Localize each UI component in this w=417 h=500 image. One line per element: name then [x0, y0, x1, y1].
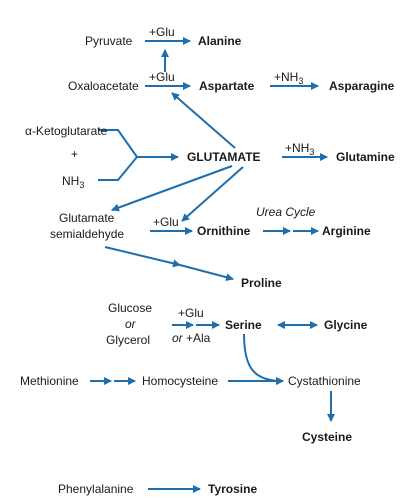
node-proline: Proline [241, 276, 282, 290]
node-glycerol: Glycerol [106, 333, 150, 347]
node-aspartate: Aspartate [199, 79, 255, 93]
label-nh3-asparagine-main: +NH [274, 70, 298, 84]
node-nh3-sub: 3 [79, 180, 84, 190]
node-nh3: NH3 [62, 174, 84, 190]
node-or: or [125, 317, 137, 331]
label-nh3-asparagine-sub: 3 [298, 76, 303, 86]
node-glycine: Glycine [324, 318, 368, 332]
arrow-glutamate-to-oxaloacetate [171, 92, 236, 149]
label-glu-serine: +Glu [178, 306, 204, 320]
arrow-semialdehyde-to-proline-2 [179, 264, 234, 282]
node-glutamate-semialdehyde-line1: Glutamate [59, 211, 115, 225]
label-urea-cycle: Urea Cycle [256, 205, 316, 219]
arrow-semialdehyde-to-proline-1 [104, 246, 181, 268]
label-or-ala-or: or [172, 331, 184, 345]
node-alanine: Alanine [198, 34, 242, 48]
arrows [90, 37, 335, 493]
label-nh3-glutamine: +NH3 [285, 141, 314, 157]
node-glucose: Glucose [108, 301, 152, 315]
node-pyruvate: Pyruvate [85, 34, 133, 48]
label-nh3-glutamine-sub: 3 [309, 147, 314, 157]
node-cystathionine: Cystathionine [288, 374, 361, 388]
label-nh3-asparagine: +NH3 [274, 70, 303, 86]
node-methionine: Methionine [20, 374, 79, 388]
label-nh3-glutamine-main: +NH [285, 141, 309, 155]
node-alpha-ketoglutarate: α-Ketoglutarate [25, 124, 108, 138]
node-oxaloacetate: Oxaloacetate [68, 79, 139, 93]
node-glutamate: GLUTAMATE [187, 150, 261, 164]
node-cysteine: Cysteine [302, 430, 352, 444]
node-glutamine: Glutamine [336, 150, 395, 164]
node-glutamate-semialdehyde-line2: semialdehyde [50, 227, 124, 241]
node-phenylalanine: Phenylalanine [58, 482, 134, 496]
node-tyrosine: Tyrosine [208, 482, 257, 496]
arrow-labels: +Glu +Glu +NH3 +NH3 +Glu Urea Cycle +Glu… [149, 25, 316, 345]
node-asparagine: Asparagine [329, 79, 395, 93]
arrow-glutamate-to-semialdehyde [111, 165, 233, 212]
label-or-ala: or +Ala [172, 331, 211, 345]
label-glu-aspartate: +Glu [149, 70, 175, 84]
nodes: Pyruvate Alanine Oxaloacetate Aspartate … [20, 34, 395, 496]
node-serine: Serine [225, 318, 262, 332]
node-nh3-main: NH [62, 174, 79, 188]
arrow-serine-to-cystathionine [243, 333, 284, 385]
label-or-ala-ala: +Ala [183, 331, 211, 345]
node-plus: + [71, 147, 78, 161]
arrow-glutamate-to-ornithine [181, 166, 244, 222]
node-arginine: Arginine [322, 224, 371, 238]
node-homocysteine: Homocysteine [142, 374, 218, 388]
label-glu-ornithine: +Glu [153, 215, 179, 229]
node-ornithine: Ornithine [197, 224, 251, 238]
label-glu-alanine: +Glu [149, 25, 175, 39]
